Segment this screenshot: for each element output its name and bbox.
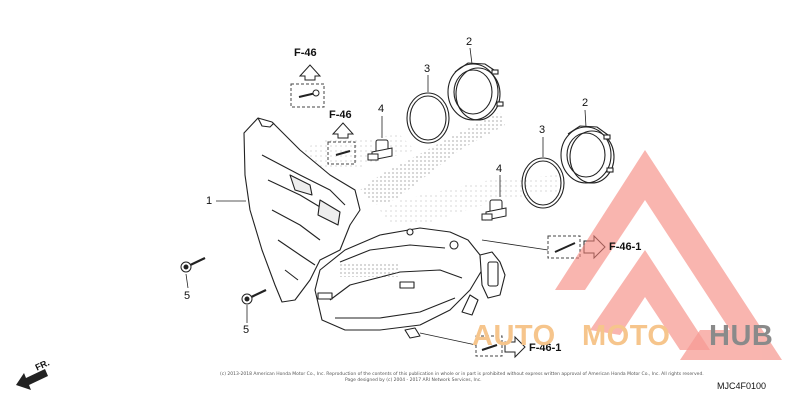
leader-lines xyxy=(185,47,587,346)
o-ring-lower xyxy=(521,157,565,209)
arrow-right-icon xyxy=(504,335,526,359)
callout-5-lower: 5 xyxy=(243,324,250,336)
dust-cover-upper xyxy=(447,62,504,121)
copyright-line-2: Page designed by (c) 2004 - 2017 ARI Net… xyxy=(345,378,482,383)
callout-2-upper: 2 xyxy=(466,36,473,48)
screw-upper xyxy=(180,257,206,273)
ref-box-top xyxy=(290,83,325,108)
page-ref-f46-top[interactable]: F-46 xyxy=(294,47,317,59)
copyright-line-1: (c) 2013-2018 American Honda Motor Co., … xyxy=(220,372,704,377)
callout-1: 1 xyxy=(206,195,213,207)
ref-box-bottom xyxy=(475,335,503,357)
watermark-auto: AUTO xyxy=(472,320,556,352)
arrow-up-icon xyxy=(298,64,322,81)
watermark-moto: MOTO xyxy=(582,320,671,352)
callout-5-upper: 5 xyxy=(184,290,191,302)
page-ref-f46-1-right[interactable]: F-46-1 xyxy=(609,241,642,253)
front-arrow-icon xyxy=(16,369,48,390)
watermark-logo xyxy=(555,150,782,360)
bulb-lower xyxy=(481,199,507,221)
watermark-hub: HUB xyxy=(709,320,774,352)
page-ref-f46-1-bottom[interactable]: F-46-1 xyxy=(529,342,562,354)
diagram-code: MJC4F0100 xyxy=(717,381,767,391)
bulb-upper xyxy=(367,139,393,161)
arrow-up-icon xyxy=(331,122,355,139)
callout-4-upper: 4 xyxy=(378,103,385,115)
ref-box-right xyxy=(547,235,581,259)
dust-cover-lower xyxy=(560,125,615,184)
o-ring-upper xyxy=(406,92,450,144)
headlight-housing xyxy=(243,117,506,339)
page-ref-f46-middle[interactable]: F-46 xyxy=(329,109,352,121)
callout-2-lower: 2 xyxy=(582,97,589,109)
ref-box-middle xyxy=(327,141,356,165)
screw-lower xyxy=(241,289,267,305)
callout-3-upper: 3 xyxy=(424,63,431,75)
callout-3-lower: 3 xyxy=(539,124,546,136)
callout-4-lower: 4 xyxy=(496,163,503,175)
